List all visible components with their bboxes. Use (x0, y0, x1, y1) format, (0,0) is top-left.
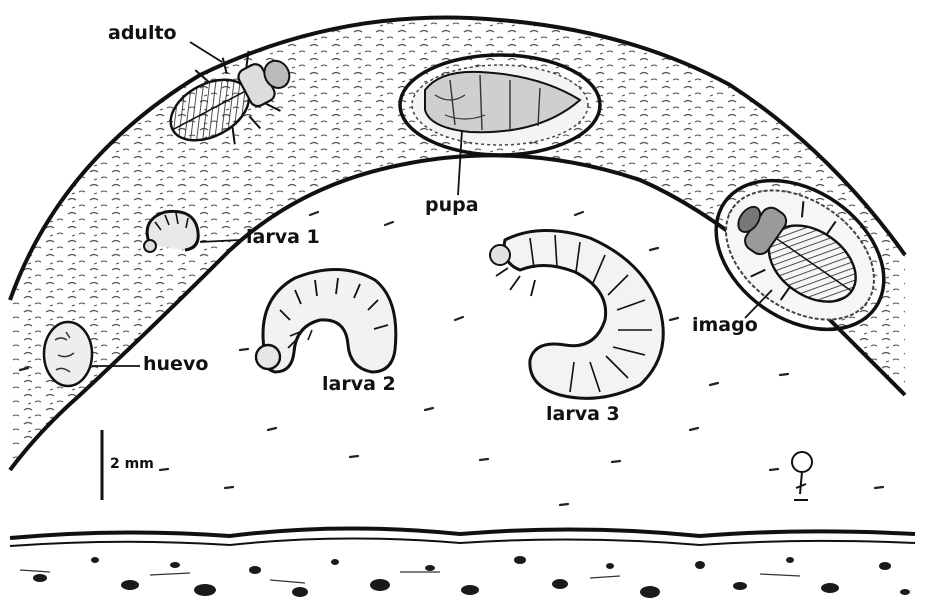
label-larva-3: larva 3 (546, 405, 620, 424)
label-adulto: adulto (108, 24, 177, 43)
sprout-icon (792, 452, 812, 500)
label-huevo: huevo (143, 355, 208, 374)
label-larva-2: larva 2 (322, 375, 396, 394)
label-larva-1: larva 1 (246, 228, 320, 247)
larva-3 (490, 230, 663, 398)
label-imago: imago (692, 316, 758, 335)
ground (10, 528, 915, 598)
larva-1 (144, 211, 198, 252)
egg (44, 322, 92, 386)
pupa-cell (400, 55, 600, 155)
larva-2 (256, 269, 396, 372)
label-pupa: pupa (425, 196, 479, 215)
label-scale: 2 mm (110, 457, 154, 471)
